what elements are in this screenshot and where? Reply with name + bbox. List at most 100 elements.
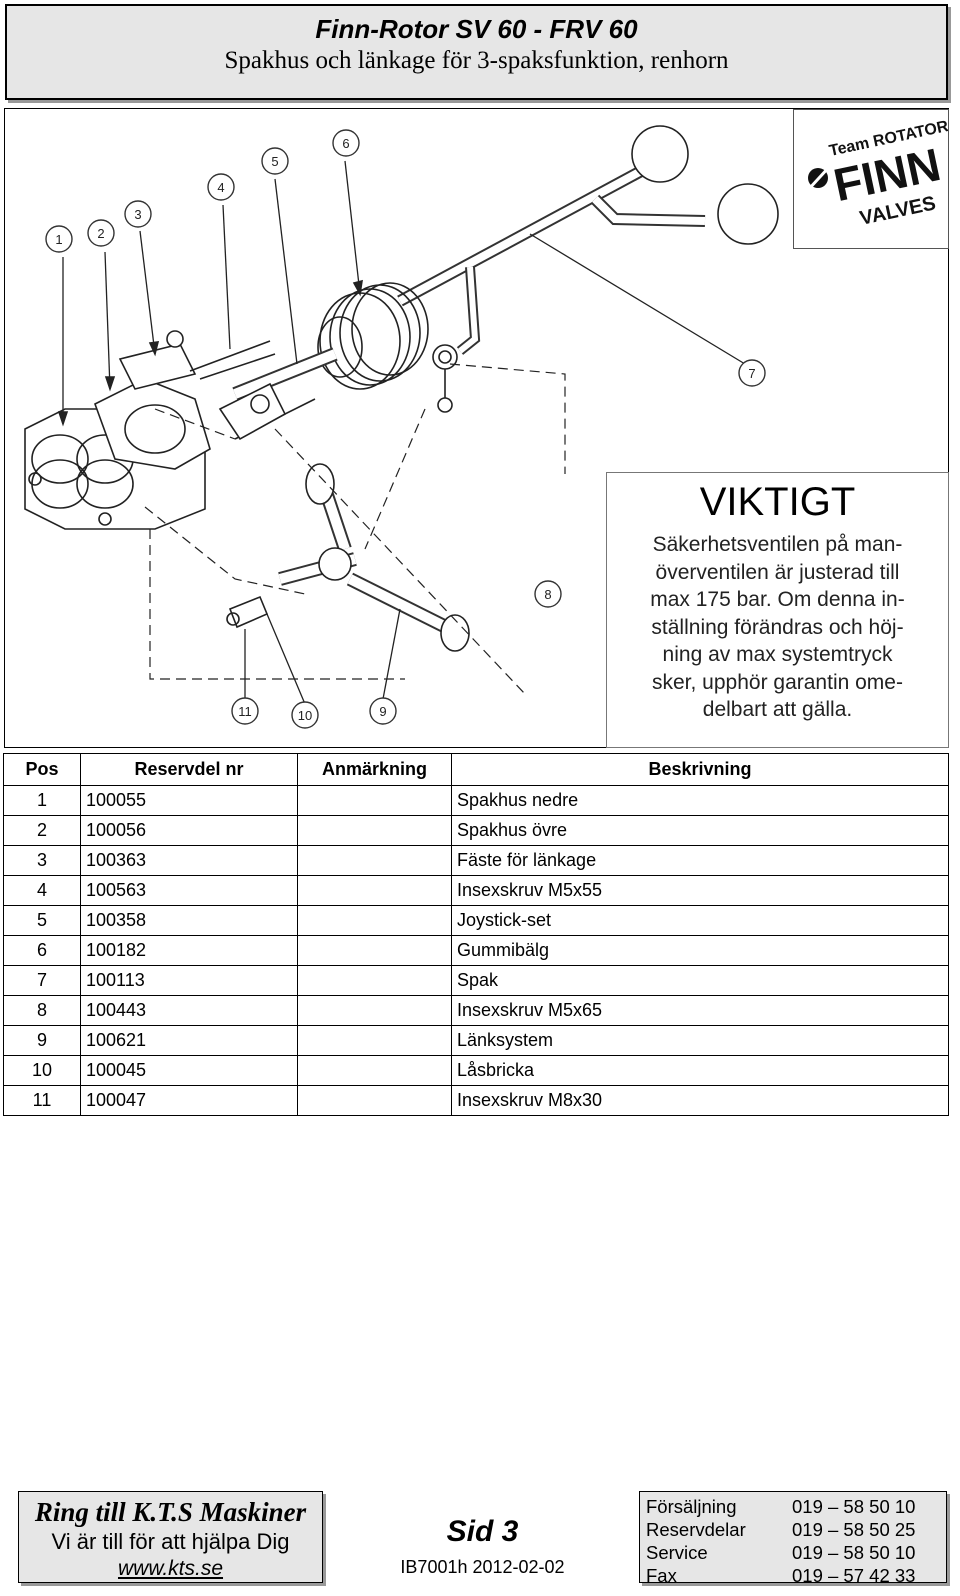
cell-description: Fäste för länkage: [451, 845, 949, 876]
page-info: Sid 3 IB7001h 2012-02-02: [370, 1514, 595, 1580]
callout-label-7: 7: [748, 366, 755, 381]
cell-description: Länksystem: [451, 1025, 949, 1056]
cell-remark: [297, 845, 452, 876]
callout-label-4: 4: [217, 180, 224, 195]
contact-phone: 019 – 58 50 10: [792, 1542, 916, 1563]
cell-description: Låsbricka: [451, 1055, 949, 1086]
contact-label: Reservdelar: [646, 1519, 746, 1540]
cell-remark: [297, 965, 452, 996]
callout-label-2: 2: [97, 226, 104, 241]
document-code: IB7001h 2012-02-02: [400, 1557, 565, 1577]
cell-description: Spak: [451, 965, 949, 996]
callout-label-3: 3: [134, 207, 141, 222]
callout-7: [738, 359, 766, 387]
cell-part-number: 100563: [80, 875, 298, 906]
cell-part-number: 100113: [80, 965, 298, 996]
contact-row: Service 019 – 58 50 10: [646, 1541, 946, 1564]
callout-label-11: 11: [238, 704, 252, 719]
callout-label-1: 1: [55, 232, 62, 247]
dealer-box: Ring till K.T.S Maskiner Vi är till för …: [18, 1491, 323, 1583]
cell-remark: [297, 815, 452, 846]
parts-diagram: 1 2 3 4 5 6 7 8 9 10 11: [24, 125, 779, 729]
cell-pos: 4: [3, 875, 81, 906]
cell-remark: [297, 935, 452, 966]
finn-valves-logo: Team ROTATORS FINN VALVES: [793, 109, 960, 249]
cell-pos: 7: [3, 965, 81, 996]
contact-row: Fax 019 – 57 42 33: [646, 1564, 946, 1587]
callout-2: [87, 219, 115, 247]
callout-label-9: 9: [379, 704, 386, 719]
column-header-remark: Anmärkning: [297, 753, 452, 786]
document-title: Finn-Rotor SV 60 - FRV 60: [315, 14, 638, 44]
notice-line: överventilen är justerad till: [655, 560, 900, 584]
callout-6: [332, 129, 360, 157]
dealer-tagline: Vi är till för att hjälpa Dig: [51, 1529, 290, 1554]
cell-part-number: 100056: [80, 815, 298, 846]
cell-remark: [297, 995, 452, 1026]
cell-part-number: 100363: [80, 845, 298, 876]
cell-remark: [297, 1055, 452, 1086]
cell-description: Spakhus övre: [451, 815, 949, 846]
notice-line: ning av max systemtryck: [662, 643, 893, 666]
cell-pos: 3: [3, 845, 81, 876]
callout-label-8: 8: [544, 587, 551, 602]
callout-3: [124, 200, 152, 228]
callout-1: [45, 225, 73, 253]
cell-part-number: 100182: [80, 935, 298, 966]
exploded-view-drawing: 1 2 3 4 5 6 7 8 9 10 11: [4, 108, 949, 748]
logo-mark: [806, 164, 832, 192]
contact-box: Försäljning 019 – 58 50 10 Reservdelar 0…: [639, 1491, 947, 1586]
page-number: Sid 3: [446, 1515, 519, 1548]
column-header-pos: Pos: [3, 753, 81, 786]
cell-description: Joystick-set: [451, 905, 949, 936]
cell-remark: [297, 1025, 452, 1056]
cell-pos: 5: [3, 905, 81, 936]
contact-label: Försäljning: [646, 1496, 737, 1517]
notice-line: delbart att gälla.: [702, 698, 853, 721]
cell-pos: 11: [3, 1085, 81, 1116]
callout-8: [534, 580, 562, 608]
callout-label-10: 10: [298, 708, 312, 723]
cell-pos: 2: [3, 815, 81, 846]
cell-pos: 10: [3, 1055, 81, 1086]
column-header-description: Beskrivning: [451, 753, 949, 786]
contact-row: Reservdelar 019 – 58 50 25: [646, 1518, 946, 1541]
dealer-name: Ring till K.T.S Maskiner: [34, 1497, 307, 1527]
cell-description: Insexskruv M8x30: [451, 1085, 949, 1116]
notice-line: sker, upphör garantin ome-: [652, 670, 903, 694]
dealer-website-link[interactable]: www.kts.se: [117, 1557, 224, 1580]
cell-remark: [297, 905, 452, 936]
cell-pos: 9: [3, 1025, 81, 1056]
callout-11: [231, 697, 259, 725]
logo-graphic: Team ROTATORS FINN VALVES: [806, 116, 960, 230]
cell-pos: 1: [3, 785, 81, 816]
parts-table-header: Pos Reservdel nr Anmärkning Beskrivning: [3, 753, 949, 786]
page-header: Finn-Rotor SV 60 - FRV 60 Spakhus och lä…: [5, 4, 948, 100]
callout-label-5: 5: [271, 154, 278, 169]
callout-9: [369, 697, 397, 725]
cell-description: Gummibälg: [451, 935, 949, 966]
cell-pos: 6: [3, 935, 81, 966]
cell-part-number: 100443: [80, 995, 298, 1026]
document-subtitle: Spakhus och länkage för 3-spaksfunktion,…: [224, 47, 729, 74]
cell-remark: [297, 785, 452, 816]
cell-remark: [297, 1085, 452, 1116]
cell-description: Insexskruv M5x65: [451, 995, 949, 1026]
callout-10: [291, 701, 319, 729]
warning-notice: VIKTIGT Säkerhetsventilen på man- överve…: [606, 472, 949, 748]
column-header-part-number: Reservdel nr: [80, 753, 298, 786]
cell-part-number: 100621: [80, 1025, 298, 1056]
callout-label-6: 6: [342, 136, 349, 151]
notice-line: ställning förändras och höj-: [651, 615, 904, 639]
callout-4: [207, 173, 235, 201]
cell-part-number: 100358: [80, 905, 298, 936]
